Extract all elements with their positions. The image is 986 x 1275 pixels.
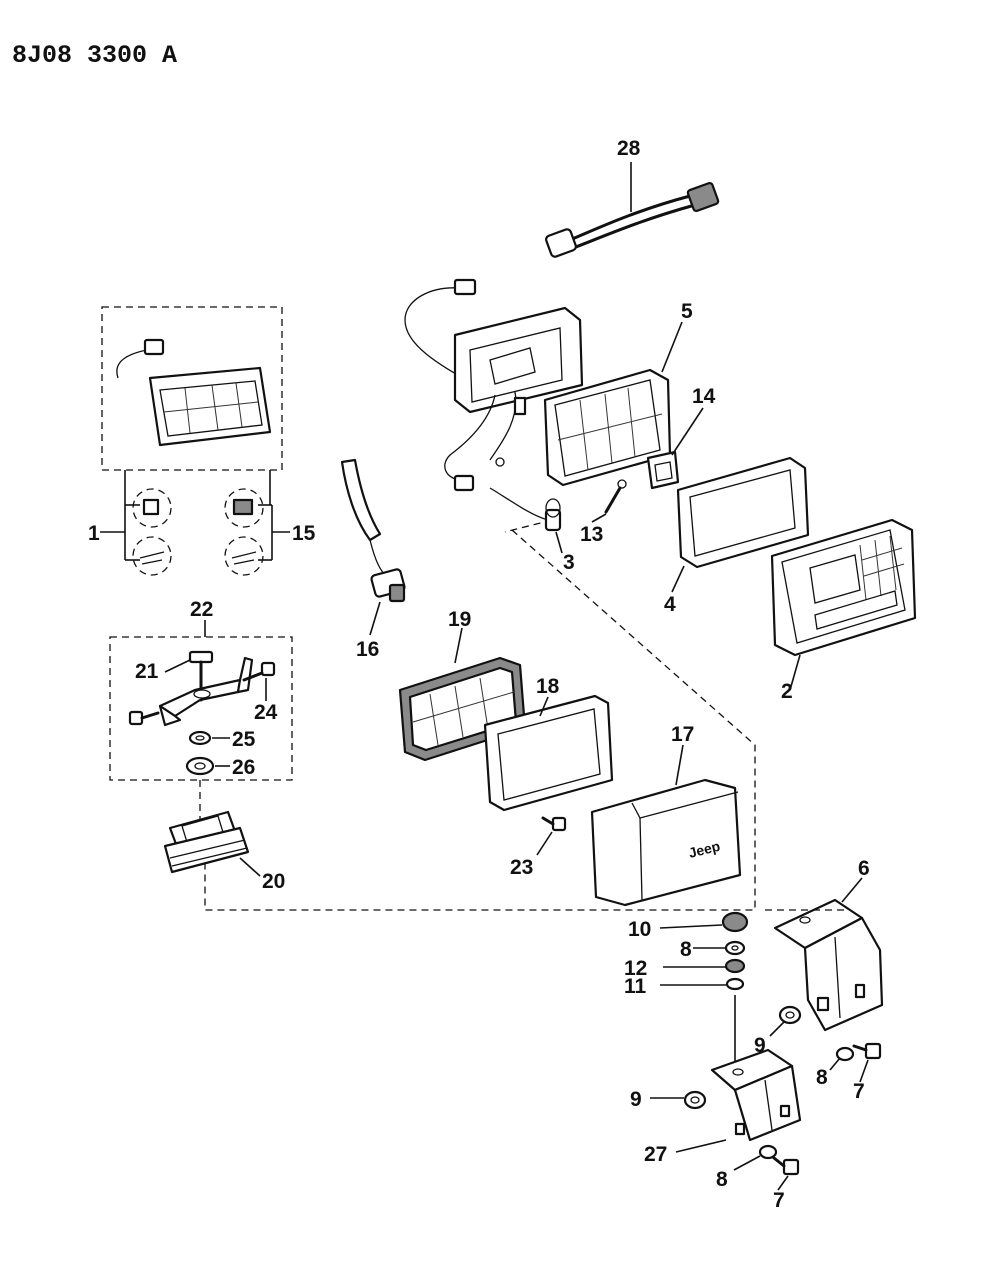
lamp-assembly-group-box: [101, 306, 283, 471]
washer-and-bolt-lower: [758, 1144, 800, 1176]
callout-8-left: 8: [680, 938, 692, 961]
callout-7-upper: 7: [853, 1080, 865, 1103]
washer-and-bolt-upper: [835, 1042, 882, 1062]
small-screw-part: [541, 816, 567, 832]
callout-13: 13: [580, 523, 603, 546]
stone-guard-part: [770, 518, 917, 657]
callout-18: 18: [536, 675, 560, 698]
callout-4: 4: [664, 593, 676, 616]
mounting-kit-group-box: [109, 636, 293, 781]
bulb-socket-part: [544, 498, 562, 532]
upper-bracket-part: [773, 898, 884, 1032]
callout-27: 27: [644, 1143, 667, 1166]
callout-7-lower: 7: [773, 1189, 785, 1212]
callout-16: 16: [356, 638, 379, 661]
nut-part-lower: [683, 1090, 707, 1110]
callout-23: 23: [510, 856, 533, 879]
callout-22: 22: [190, 598, 213, 621]
callout-5: 5: [681, 300, 693, 323]
clip-part: [646, 450, 680, 490]
callout-20: 20: [262, 870, 285, 893]
callout-12: 12: [624, 957, 647, 980]
callout-2: 2: [781, 680, 793, 703]
connector-detail-circles: [132, 488, 264, 576]
callout-9-upper: 9: [754, 1034, 766, 1057]
protective-boot-part: [163, 780, 250, 874]
cover-logo: Jeep: [687, 838, 722, 861]
callout-24: 24: [254, 701, 278, 724]
callout-1: 1: [88, 522, 100, 545]
lamp-cover-part: Jeep: [590, 778, 742, 907]
grommet-stack: [721, 911, 749, 1070]
callout-15: 15: [292, 522, 316, 545]
callout-26: 26: [232, 756, 255, 779]
callout-10: 10: [628, 918, 651, 941]
callout-6: 6: [858, 857, 870, 880]
callout-8-lower: 8: [716, 1168, 728, 1191]
wiring-harness-part: [545, 162, 720, 258]
document-id: 8J08 3300 A: [12, 41, 177, 70]
callout-3: 3: [563, 551, 575, 574]
callout-11: 11: [624, 975, 647, 998]
lamp-housing-illustration: [404, 278, 584, 521]
bezel-part: [483, 694, 614, 812]
callout-28: 28: [617, 137, 641, 160]
gasket-part: [676, 456, 810, 569]
callout-9-lower: 9: [630, 1088, 642, 1111]
callout-25: 25: [232, 728, 256, 751]
callout-21: 21: [135, 660, 159, 683]
callout-19: 19: [448, 608, 471, 631]
bulb-with-lead-part: [340, 458, 406, 603]
lamp-assembly-illustration: [116, 338, 272, 447]
screw-part: [604, 479, 627, 514]
mounting-kit-illustration: [128, 650, 276, 776]
callout-17: 17: [671, 723, 694, 746]
callout-14: 14: [692, 385, 716, 408]
callout-8-upper: 8: [816, 1066, 828, 1089]
nut-part-upper: [778, 1005, 802, 1025]
lower-bracket-part: [710, 1048, 802, 1142]
